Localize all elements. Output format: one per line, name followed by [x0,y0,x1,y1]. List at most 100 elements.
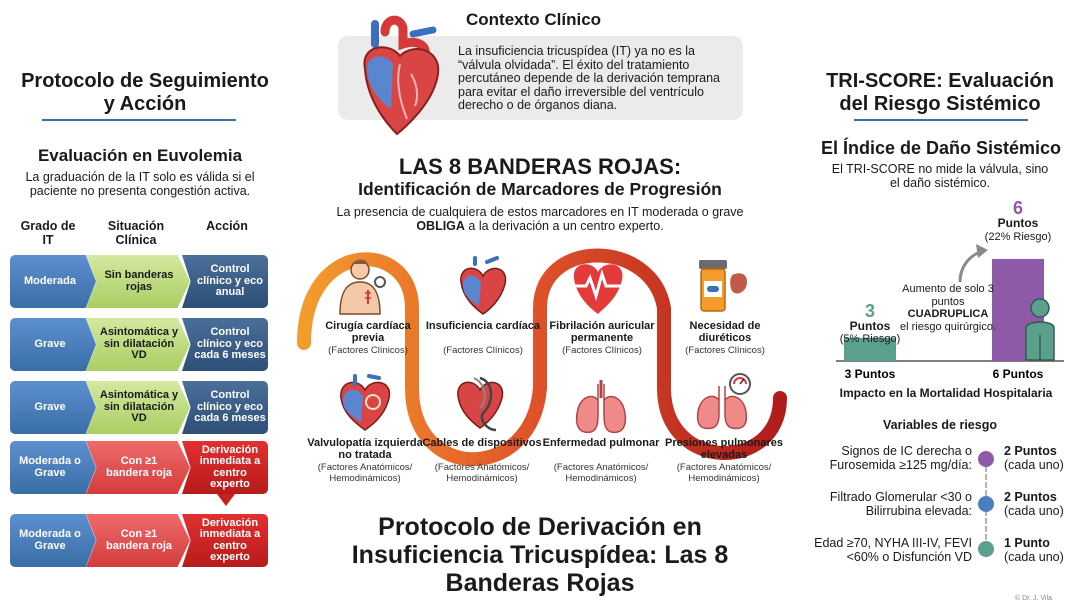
flag-name: Cirugía cardíaca previa [325,320,411,344]
triscore-subtitle: El Índice de Daño Sistémico [820,138,1062,158]
flag-type: (Factores Anatómicos/ Hemodinámicos) [553,462,649,484]
flag-type: (Factores Clínicos) [685,345,765,356]
flag-type: (Factores Anatómicos/ Hemodinámicos) [434,462,530,484]
context-title: Contexto Clínico [466,10,602,29]
footer-credit: © Dr. J. Vila [1015,595,1052,602]
euvolemia-description: La graduación de la IT solo es válida si… [25,170,255,198]
protocol-row: Moderada o Grave Con ≥1 bandera roja Der… [10,514,268,567]
increase-arrow-icon [958,250,981,283]
variable-points: 2 Puntos(cada uno) [1004,444,1072,472]
variable-text: Filtrado Glomerular <30 o Bilirrubina el… [829,490,972,518]
action-cell: Control clínico y eco cada 6 meses [182,318,268,371]
annotation-text: Aumento de solo 3 puntos [902,283,994,308]
action-cell: Derivación inmediata a centro experto [182,514,268,567]
header-situation: Situación Clínica [107,219,165,247]
euvolemia-title: Evaluación en Euvolemia [37,146,243,165]
variable-text: Signos de IC derecha o Furosemida ≥125 m… [829,444,972,472]
action-cell: Control clínico y eco cada 6 meses [182,381,268,434]
flags-description: La presencia de cualquiera de estos marc… [330,205,750,233]
situation-cell: Sin banderas rojas [86,255,190,308]
x-tick-label: 3 Puntos [845,367,896,381]
flags-subtitle: Identificación de Marcadores de Progresi… [358,179,722,199]
bar-small-risk: (5% Riesgo) [839,333,901,345]
bar-big-risk: (22% Riesgo) [984,231,1052,243]
anatomical-heart-icon [363,15,440,136]
protocol-row: Moderada o Grave Con ≥1 bandera roja Der… [10,441,268,494]
points-value: 2 Puntos [1004,490,1057,504]
left-title: Protocolo de Seguimiento y Acción [21,70,269,115]
bar-big-number: 6 [1012,198,1023,218]
flag-name: Valvulopatía izquierda no tratada [307,437,423,461]
flag-type: (Factores Clínicos) [328,345,408,356]
flag-type: (Factores Anatómicos/ Hemodinámicos) [676,462,772,484]
protocol-row: Moderada Sin banderas rojas Control clín… [10,255,268,308]
lungs-gauge-icon [696,373,751,430]
grade-cell: Moderada [10,255,96,308]
x-tick-label: 6 Puntos [993,367,1044,381]
protocol-row: Grave Asintomática y sin dilatación VD C… [10,381,268,434]
points-unit: (cada uno) [1004,550,1064,564]
variables-title: Variables de riesgo [883,418,997,432]
situation-cell: Asintomática y sin dilatación VD [86,381,190,434]
bar-3-points [844,337,896,361]
device-lead-icon [457,376,504,432]
flag-name: Enfermedad pulmonar [542,437,660,449]
connector-dash [985,466,987,496]
grade-cell: Moderada o Grave [10,514,96,567]
connector-dash [985,510,987,540]
flag-name: Insuficiencia cardíaca [425,320,541,332]
flags-desc-text: La presencia de cualquiera de estos marc… [336,205,744,219]
arrow-head-icon [976,244,988,258]
heart-icon [460,256,507,315]
person-icon [1025,298,1055,361]
action-cell: Control clínico y eco anual [182,255,268,308]
variable-dot-icon [978,496,994,512]
flags-desc-text-end: a la derivación a un centro experto. [464,219,664,233]
variable-points: 1 Punto(cada uno) [1004,536,1072,564]
variable-dot-icon [978,451,994,467]
flag-type: (Factores Anatómicos/ Hemodinámicos) [317,462,413,484]
triscore-description: El TRI-SCORE no mide la válvula, sino el… [831,162,1049,190]
grade-cell: Grave [10,381,96,434]
annotation-emphasis: CUADRUPLICA [907,308,989,320]
lungs-icon [575,380,627,434]
variable-text: Edad ≥70, NYHA III-IV, FEVI <60% o Disfu… [814,536,972,564]
context-text: La insuficiencia tricuspídea (IT) ya no … [458,44,720,112]
down-arrow-icon [217,494,235,506]
title-underline [854,119,1028,121]
points-unit: (cada uno) [1004,504,1064,518]
bar-small-label: Puntos [849,319,891,333]
header-grade: Grado de IT [20,219,76,247]
variable-points: 2 Puntos(cada uno) [1004,490,1072,518]
mortality-chart: 3 Puntos 6 Puntos [836,244,1064,381]
flag-type: (Factores Clínicos) [562,345,642,356]
chart-annotation: Aumento de solo 3 puntos CUADRUPLICA el … [898,283,998,333]
points-value: 2 Puntos [1004,444,1057,458]
flag-name: Fibrilación auricular permanente [549,320,655,344]
grade-cell: Moderada o Grave [10,441,96,494]
grade-cell: Grave [10,318,96,371]
pill-bottle-kidney-icon [699,260,747,312]
protocol-row: Grave Asintomática y sin dilatación VD C… [10,318,268,371]
flags-wave-path [297,248,787,467]
flag-name: Presiones pulmonares elevadas [665,437,783,461]
heart-valve-icon [340,374,391,431]
flags-desc-emphasis: OBLIGA [416,219,465,233]
header-action: Acción [206,219,248,233]
situation-cell: Asintomática y sin dilatación VD [86,318,190,371]
bar-big-label: Puntos [997,216,1039,230]
flag-type: (Factores Clínicos) [443,345,523,356]
triscore-title: TRI-SCORE: Evaluación del Riesgo Sistémi… [826,70,1054,115]
ecg-heart-icon [573,264,623,314]
chart-xlabel: Impacto en la Mortalidad Hospitalaria [839,386,1053,400]
patient-scar-icon [339,259,386,315]
points-value: 1 Punto [1004,536,1050,550]
flag-name: Necesidad de diuréticos [689,320,761,344]
action-cell: Derivación inmediata a centro experto [182,441,268,494]
bar-small-number: 3 [864,301,875,321]
flags-title: LAS 8 BANDERAS ROJAS: [398,154,682,179]
main-title: Protocolo de Derivación en Insuficiencia… [351,513,729,597]
points-unit: (cada uno) [1004,458,1064,472]
annotation-text-end: el riesgo quirúrgico. [900,320,996,333]
situation-cell: Con ≥1 bandera roja [86,441,190,494]
